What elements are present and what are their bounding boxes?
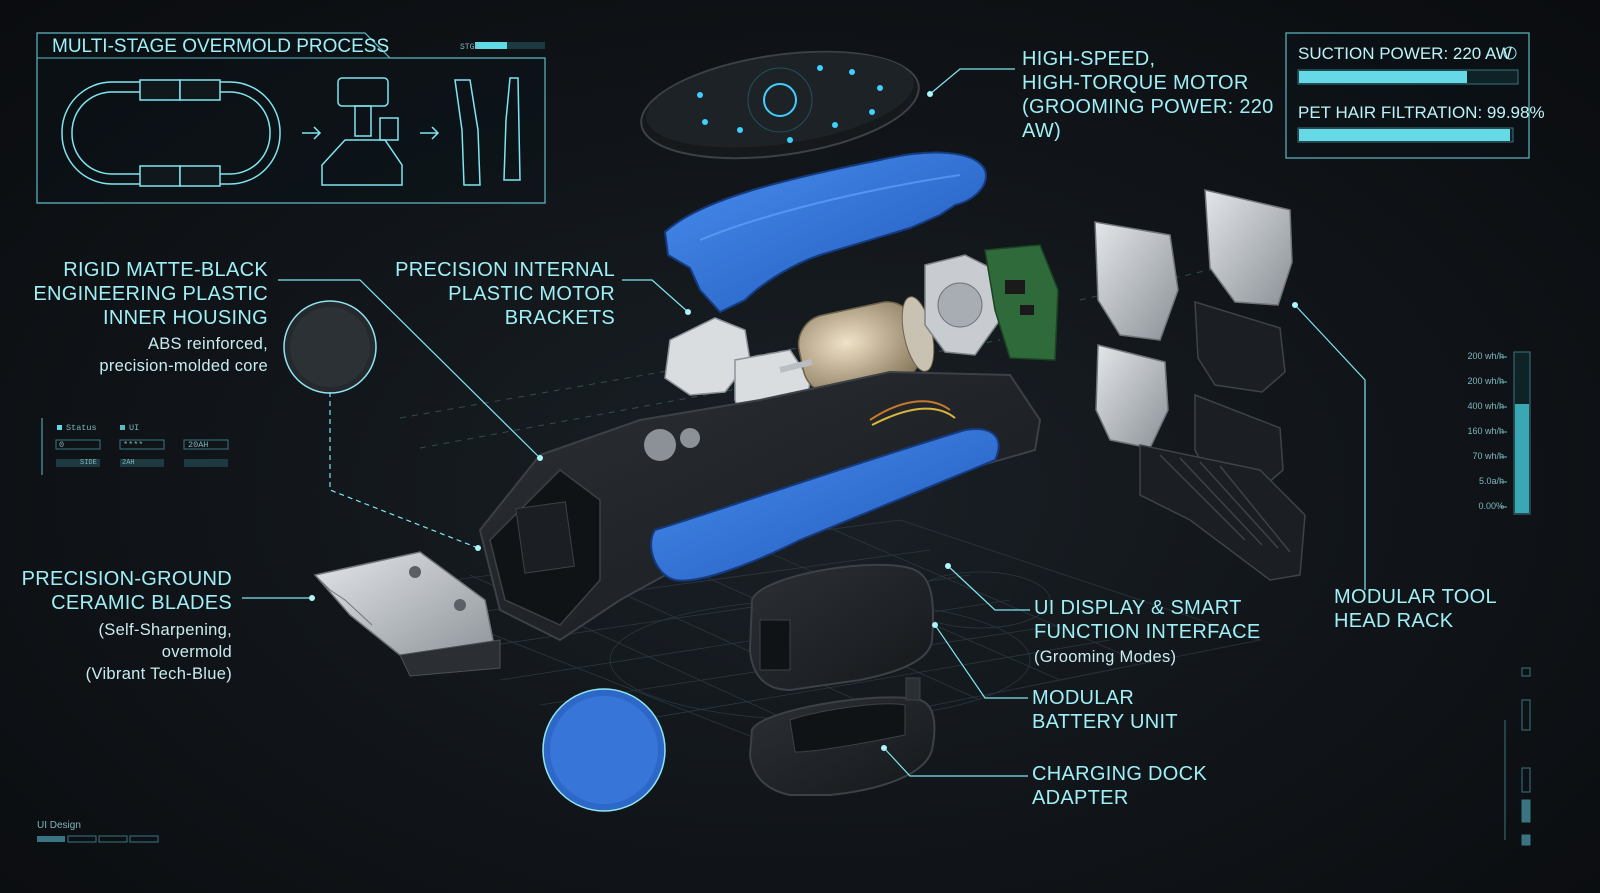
status-label: Status — [66, 423, 97, 433]
arrow-right-icon — [302, 126, 440, 140]
gear-housing — [924, 254, 1001, 356]
nozzle-icon — [454, 77, 521, 186]
scale-label-1: 200 wh/h — [1467, 351, 1504, 361]
scale-label-2: 200 wh/h — [1467, 376, 1504, 386]
power-icon — [1503, 46, 1517, 60]
hose-icon — [61, 79, 281, 187]
status-field-3: 20AH — [188, 440, 209, 450]
callout-tool-rack: MODULAR TOOL HEAD RACK — [1334, 586, 1497, 632]
stage-tag: STGS — [460, 43, 480, 52]
texture-callout-blue — [542, 688, 666, 812]
callout-ceramic-blades: PRECISION-GROUND CERAMIC BLADES (Self-Sh… — [21, 568, 232, 683]
status-chip-2: 2AH — [122, 459, 135, 467]
ui-design-label: UI Design — [37, 820, 81, 831]
circuit-board — [984, 244, 1059, 361]
ceramic-blade — [313, 551, 501, 677]
filtration-gauge-fill — [1299, 129, 1510, 141]
dock — [748, 677, 936, 796]
scale-label-7: 0.00% — [1478, 501, 1504, 511]
brush-head-icon — [321, 77, 403, 186]
callout-battery: MODULAR BATTERY UNIT — [1032, 687, 1178, 733]
callout-motor: HIGH-SPEED, HIGH-TORQUE MOTOR (GROOMING … — [1022, 48, 1274, 142]
suction-gauge-fill — [1299, 71, 1467, 83]
callout-inner-housing: RIGID MATTE-BLACK ENGINEERING PLASTIC IN… — [33, 259, 268, 375]
suction-power-label: SUCTION POWER: 220 AW — [1298, 44, 1512, 63]
scale-label-5: 70 wh/h — [1472, 451, 1504, 461]
status-chip-1: SIDE — [80, 459, 97, 467]
texture-callout-black — [283, 300, 377, 394]
callout-ui-display: UI DISPLAY & SMART FUNCTION INTERFACE (G… — [1034, 597, 1261, 666]
scale-label-4: 160 wh/h — [1467, 426, 1504, 436]
display-panel — [640, 50, 920, 160]
status-field-2: **** — [123, 440, 144, 450]
scale-label-6: 5.0a/h — [1478, 476, 1504, 486]
process-panel-title: MULTI-STAGE OVERMOLD PROCESS — [52, 36, 390, 57]
callout-charging-dock: CHARGING DOCK ADAPTER — [1032, 763, 1208, 809]
battery — [748, 563, 935, 692]
scale-label-3: 400 wh/h — [1467, 401, 1504, 411]
filtration-label: PET HAIR FILTRATION: 99.98% — [1298, 103, 1545, 122]
ui-label: UI — [129, 423, 140, 433]
callout-motor-brackets: PRECISION INTERNAL PLASTIC MOTOR BRACKET… — [395, 259, 615, 329]
main-housing — [478, 370, 1042, 642]
status-field-1: 0 — [59, 440, 65, 450]
scale-fill — [1515, 404, 1529, 513]
tool-heads — [1094, 189, 1306, 581]
blue-top-shell — [663, 151, 987, 314]
